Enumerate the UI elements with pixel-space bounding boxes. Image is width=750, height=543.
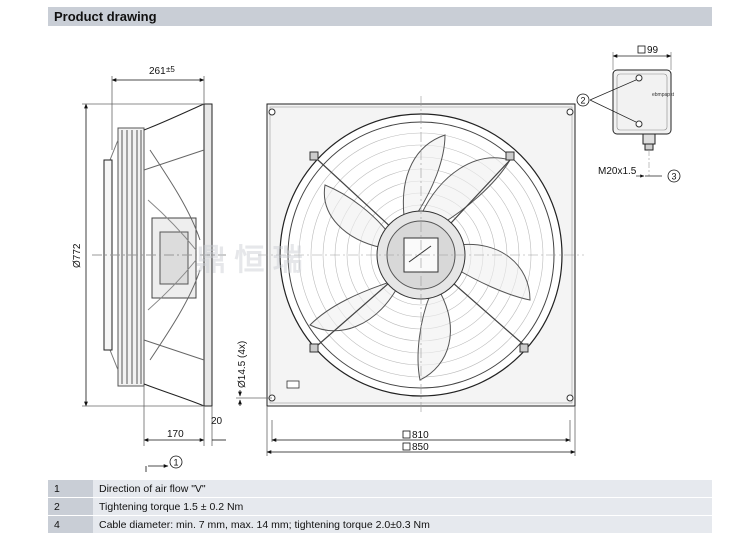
svg-text:2: 2 bbox=[580, 96, 585, 106]
inner-square-dimension: 810 bbox=[402, 430, 429, 441]
diameter-dimension: Ø772 bbox=[72, 243, 83, 268]
box-width-dimension: 99 bbox=[637, 45, 659, 56]
motor-fins bbox=[117, 127, 145, 387]
depth-value: 261 bbox=[149, 66, 166, 77]
watermark: 鼎 恒 瑞 bbox=[196, 244, 303, 277]
guard-clips bbox=[309, 151, 529, 353]
note-text: Tightening torque 1.5 ± 0.2 Nm bbox=[93, 497, 712, 516]
note-text: Cable diameter: min. 7 mm, max. 14 mm; t… bbox=[93, 515, 712, 534]
svg-text:99: 99 bbox=[647, 45, 659, 56]
table-row: 1 Direction of air flow "V" bbox=[48, 480, 712, 498]
side-dimensions bbox=[82, 76, 226, 472]
rating-label bbox=[286, 380, 300, 389]
table-row: 2 Tightening torque 1.5 ± 0.2 Nm bbox=[48, 497, 712, 516]
fan-blades bbox=[309, 134, 531, 381]
section-header: Product drawing bbox=[48, 7, 712, 26]
product-drawing: 261 ±5 Ø772 170 20 1 bbox=[72, 45, 681, 472]
svg-text:810: 810 bbox=[412, 430, 429, 441]
mounting-holes bbox=[268, 108, 574, 402]
flange-dimension: 20 bbox=[211, 416, 223, 427]
cable-gland-dimension: M20x1.5 bbox=[598, 166, 637, 177]
note-number: 4 bbox=[48, 515, 93, 534]
lower-depth-dimension: 170 bbox=[167, 429, 184, 440]
svg-text:3: 3 bbox=[671, 172, 676, 182]
svg-text:1: 1 bbox=[173, 458, 178, 468]
terminal-box-view bbox=[589, 52, 672, 178]
front-dimensions bbox=[236, 390, 576, 456]
side-view bbox=[92, 103, 226, 407]
callout-2: 2 bbox=[576, 93, 590, 107]
callout-3: 3 bbox=[667, 169, 681, 183]
note-text: Direction of air flow "V" bbox=[93, 480, 712, 498]
depth-dimension: 261 ±5 bbox=[149, 65, 175, 77]
hole-diameter-dimension: Ø14.5 (4x) bbox=[237, 341, 248, 388]
brand-label: ebmpapst bbox=[652, 92, 675, 98]
table-row: 4 Cable diameter: min. 7 mm, max. 14 mm;… bbox=[48, 515, 712, 534]
note-number: 2 bbox=[48, 497, 93, 516]
svg-text:850: 850 bbox=[412, 442, 429, 453]
note-number: 1 bbox=[48, 480, 93, 498]
front-view bbox=[258, 96, 584, 414]
notes-table: 1 Direction of air flow "V" 2 Tightening… bbox=[48, 480, 712, 534]
outer-square-dimension: 850 bbox=[402, 442, 429, 453]
callout-1: 1 bbox=[169, 455, 183, 469]
section-title: Product drawing bbox=[54, 9, 157, 24]
depth-tolerance: ±5 bbox=[166, 65, 175, 74]
